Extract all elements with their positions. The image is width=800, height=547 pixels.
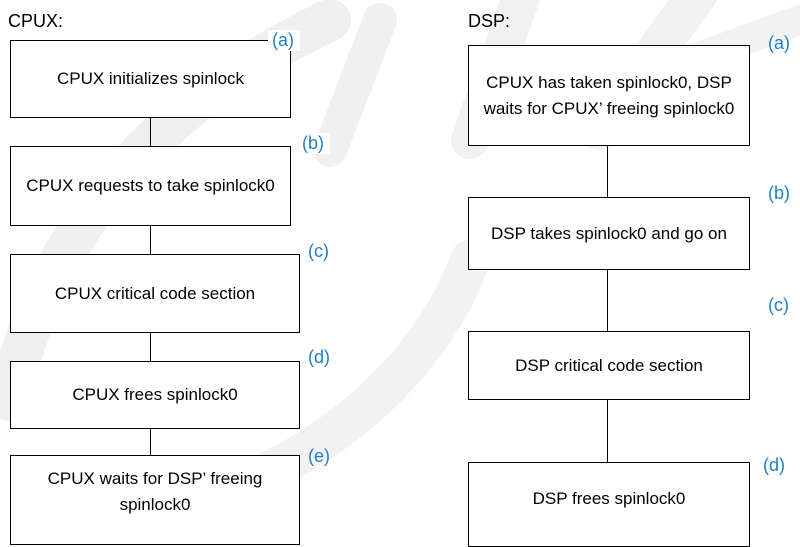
- cpux-tag-d: (d): [308, 347, 330, 367]
- dsp-tag-b: (b): [768, 183, 790, 203]
- cpux-step-e: CPUX waits for DSP’ freeing spinlock0: [10, 455, 300, 545]
- cpux-connector-de: [150, 429, 152, 455]
- dsp-step-c: DSP critical code section: [468, 331, 750, 400]
- cpux-tag-b: (b): [298, 133, 330, 154]
- dsp-tag-d: (d): [763, 455, 785, 475]
- cpux-connector-cd: [150, 333, 152, 361]
- cpux-connector-ab: [150, 118, 152, 146]
- dsp-connector-cd: [607, 400, 609, 462]
- dsp-column-title: DSP:: [468, 11, 511, 31]
- dsp-step-d: DSP frees spinlock0: [468, 462, 750, 547]
- cpux-step-c: CPUX critical code section: [10, 254, 300, 333]
- cpux-step-d: CPUX frees spinlock0: [10, 361, 300, 429]
- dsp-connector-ab: [607, 146, 609, 197]
- cpux-tag-a: (a): [268, 30, 300, 51]
- cpux-connector-bc: [150, 226, 152, 254]
- cpux-tag-c: (c): [308, 241, 329, 261]
- dsp-step-a: CPUX has taken spinlock0, DSP waits for …: [468, 45, 750, 146]
- dsp-connector-bc: [607, 270, 609, 331]
- cpux-tag-e: (e): [308, 446, 330, 466]
- cpux-step-b: CPUX requests to take spinlock0: [10, 146, 291, 226]
- cpux-step-a: CPUX initializes spinlock: [10, 40, 291, 118]
- dsp-tag-a: (a): [768, 33, 790, 53]
- cpux-column-title: CPUX:: [8, 11, 64, 31]
- dsp-tag-c: (c): [768, 295, 789, 315]
- dsp-step-b: DSP takes spinlock0 and go on: [468, 197, 750, 270]
